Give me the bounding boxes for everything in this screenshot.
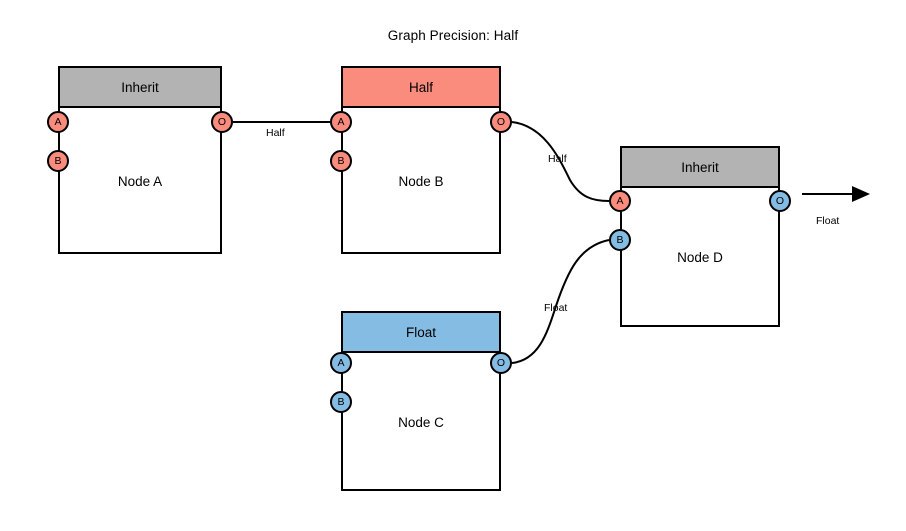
node-b-label: Node B	[398, 173, 444, 189]
node-a-header: Inherit	[60, 68, 220, 108]
edge-label-edge-c-to-d: Float	[544, 302, 568, 314]
node-b-port-o[interactable]: O	[490, 111, 512, 133]
node-b-header: Half	[343, 68, 499, 108]
node-a-label: Node A	[117, 173, 163, 189]
node-d-port-a[interactable]: A	[609, 190, 631, 212]
edge-label-edge-b-to-d: Half	[548, 153, 567, 165]
node-a-port-a[interactable]: A	[47, 111, 69, 133]
edge-label-edge-a-to-b: Half	[266, 127, 285, 139]
page-title: Graph Precision: Half	[387, 28, 519, 43]
node-b-port-a[interactable]: A	[330, 111, 352, 133]
node-c-label: Node C	[398, 414, 444, 430]
node-d-header: Inherit	[622, 148, 778, 188]
node-d-label: Node D	[677, 250, 723, 265]
edge-label-edge-d-output: Float	[816, 215, 840, 227]
node-c-header: Float	[343, 313, 499, 353]
node-d-port-o[interactable]: O	[769, 190, 791, 212]
node-a-port-b[interactable]: B	[47, 150, 69, 172]
node-c-port-b[interactable]: B	[330, 391, 352, 413]
node-b-port-b[interactable]: B	[330, 150, 352, 172]
node-d-port-b[interactable]: B	[609, 229, 631, 251]
node-a-port-o[interactable]: O	[211, 111, 233, 133]
node-c-port-o[interactable]: O	[490, 352, 512, 374]
node-c-port-a[interactable]: A	[330, 352, 352, 374]
